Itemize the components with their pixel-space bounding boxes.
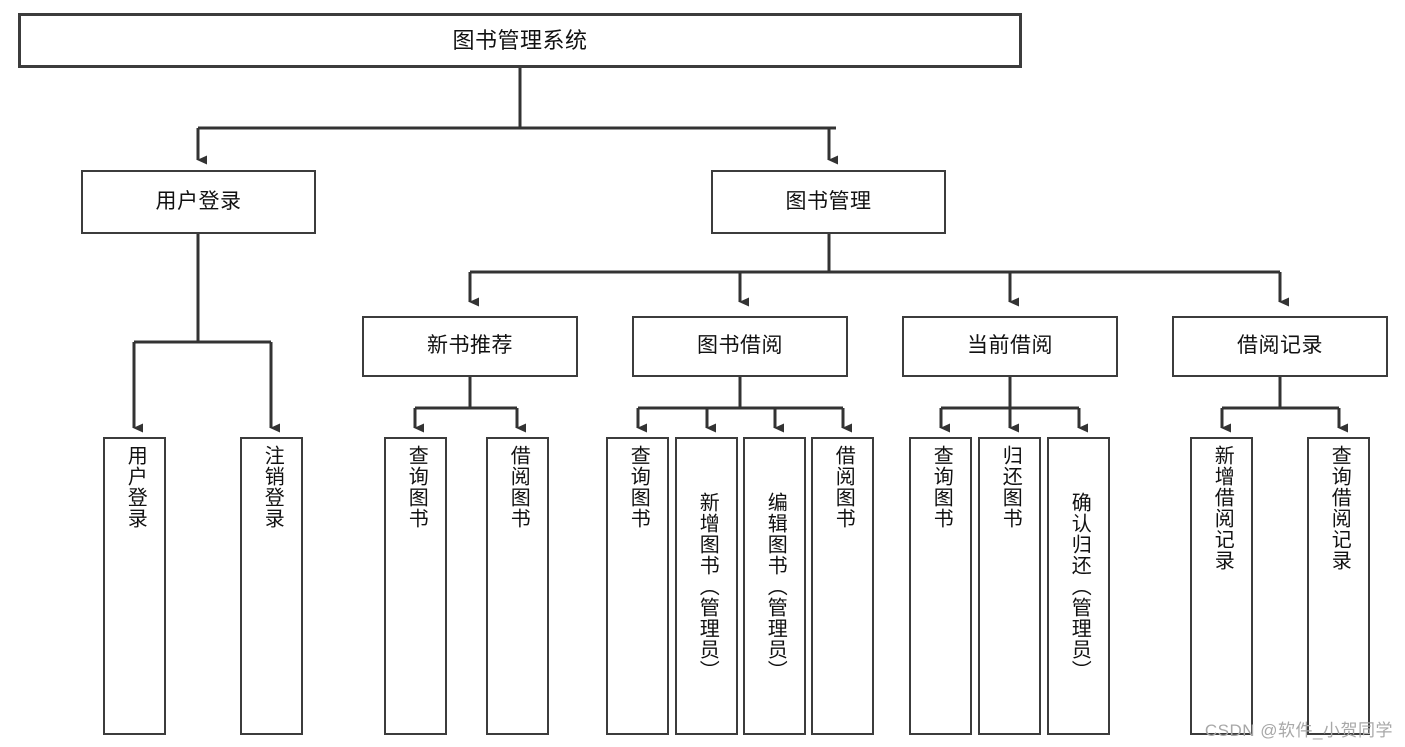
node-label: 借阅图书: [832, 445, 855, 529]
node-user-login[interactable]: 用户登录: [81, 170, 316, 234]
leaf-query-borrow-record[interactable]: 查询借阅记录: [1307, 437, 1370, 735]
csdn-watermark: CSDN @软件_小贺同学: [1204, 721, 1393, 740]
leaf-borrow-book[interactable]: 借阅图书: [811, 437, 874, 735]
node-label: 查询图书: [930, 445, 953, 529]
node-label: 新增借阅记录: [1211, 445, 1234, 571]
leaf-add-book-admin[interactable]: 新增图书（管理员）: [675, 437, 738, 735]
node-label: 注销登录: [261, 445, 284, 529]
node-new-book-recommend[interactable]: 新书推荐: [362, 316, 578, 377]
node-root-system[interactable]: 图书管理系统: [18, 13, 1022, 68]
node-label: 新增图书（管理员）: [696, 491, 719, 681]
leaf-edit-book-admin[interactable]: 编辑图书（管理员）: [743, 437, 806, 735]
leaf-borrow-book-recommend[interactable]: 借阅图书: [486, 437, 549, 735]
node-label: 用户登录: [124, 445, 147, 529]
leaf-query-book-recommend[interactable]: 查询图书: [384, 437, 447, 735]
node-current-borrow[interactable]: 当前借阅: [902, 316, 1118, 377]
leaf-query-book-current[interactable]: 查询图书: [909, 437, 972, 735]
node-label: 确认归还（管理员）: [1068, 491, 1091, 681]
leaf-logout-login[interactable]: 注销登录: [240, 437, 303, 735]
leaf-confirm-return-admin[interactable]: 确认归还（管理员）: [1047, 437, 1110, 735]
leaf-query-book-borrow[interactable]: 查询图书: [606, 437, 669, 735]
node-label: 图书管理: [785, 189, 872, 213]
node-label: 图书管理系统: [452, 27, 588, 53]
leaf-add-borrow-record[interactable]: 新增借阅记录: [1190, 437, 1253, 735]
node-label: 借阅图书: [507, 445, 530, 529]
node-label: 查询图书: [627, 445, 650, 529]
node-label: 图书借阅: [697, 334, 783, 358]
node-book-management[interactable]: 图书管理: [711, 170, 946, 234]
node-label: 编辑图书（管理员）: [764, 491, 787, 681]
leaf-return-book[interactable]: 归还图书: [978, 437, 1041, 735]
node-label: 归还图书: [999, 445, 1022, 529]
node-book-borrow[interactable]: 图书借阅: [632, 316, 848, 377]
node-label: 用户登录: [155, 189, 242, 213]
node-label: 查询图书: [405, 445, 428, 529]
node-label: 查询借阅记录: [1328, 445, 1351, 571]
node-borrow-record[interactable]: 借阅记录: [1172, 316, 1388, 377]
node-label: 借阅记录: [1237, 334, 1323, 358]
leaf-user-login[interactable]: 用户登录: [103, 437, 166, 735]
node-label: 新书推荐: [427, 334, 513, 358]
node-label: 当前借阅: [967, 334, 1053, 358]
